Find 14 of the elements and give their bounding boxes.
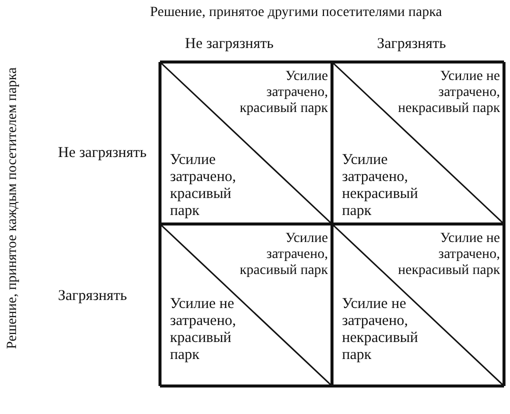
cell-text: Усилие не затрачено, некрасивый парк <box>397 69 500 117</box>
row-header: Загрязнять <box>58 288 128 305</box>
cell-text: Усилие затрачено, красивый парк <box>238 231 328 279</box>
cell-text: Усилие не затрачено, красивый парк <box>170 296 237 364</box>
cell-text: Усилие затрачено, красивый парк <box>238 69 328 117</box>
column-header: Не загрязнять <box>185 36 275 53</box>
row-header: Не загрязнять <box>58 145 148 162</box>
cell-text: Усилие не затрачено, некрасивый парк <box>342 296 420 364</box>
cell-text: Усилие не затрачено, некрасивый парк <box>397 231 500 279</box>
cell-text: Усилие затрачено, некрасивый парк <box>342 152 420 220</box>
cell-text: Усилие затрачено, красивый парк <box>170 152 237 220</box>
column-header: Загрязнять <box>377 36 447 53</box>
axis-title: Решение, принятое каждым посетителем парка <box>4 66 21 351</box>
axis-title: Решение, принятое другими посетителями парка <box>150 4 443 21</box>
